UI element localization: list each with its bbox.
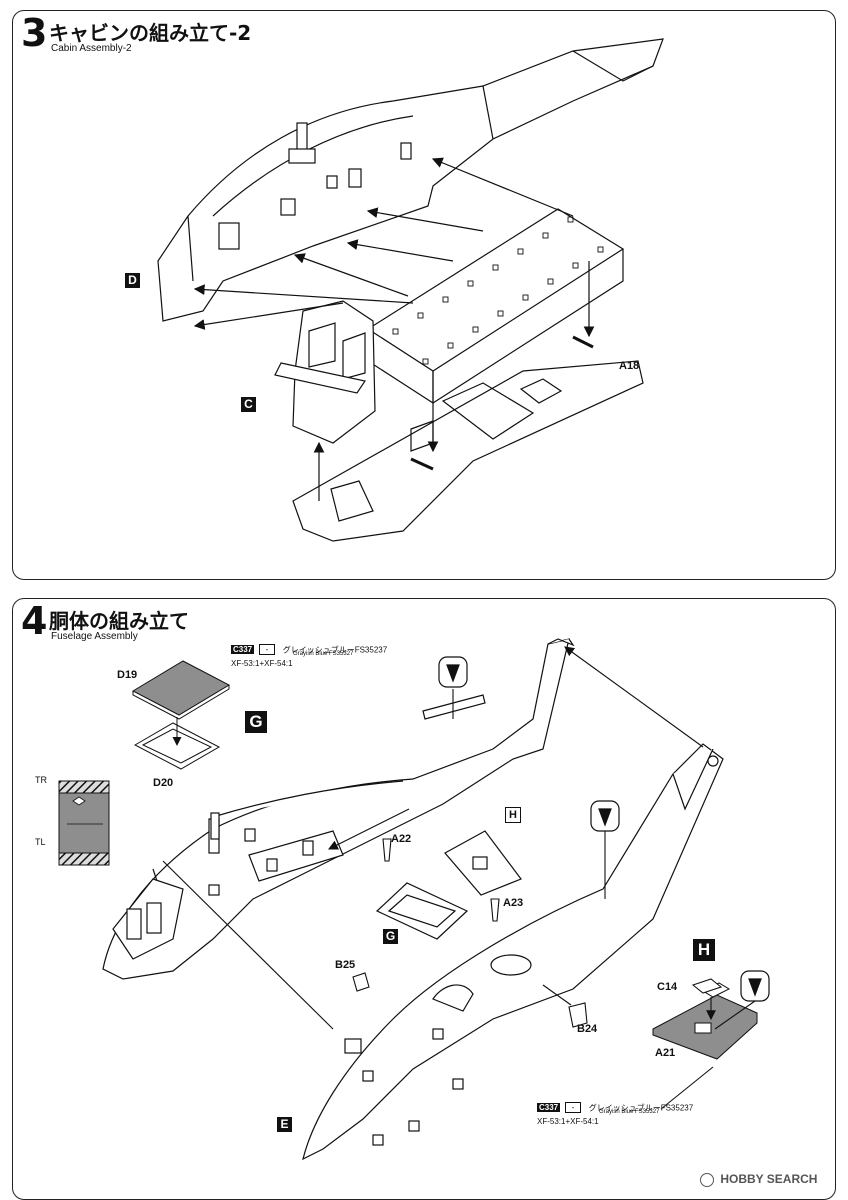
step-4-number: 4 <box>21 599 47 643</box>
part-label-e: E <box>277 1117 292 1132</box>
watermark-text: HOBBY SEARCH <box>720 1172 818 1186</box>
part-label-d19: D19 <box>117 669 138 681</box>
part-label-tl: TL <box>35 837 46 847</box>
part-label-tr: TR <box>35 775 47 785</box>
paint-name-jp: グレイッシュブルーFS35237 <box>282 645 388 655</box>
part-label-h-small: H <box>505 807 521 823</box>
part-label-g-big: G <box>245 711 267 733</box>
step-3-title-jp: キャビンの組み立て-2 <box>49 21 252 45</box>
part-label-c: C <box>241 397 256 412</box>
part-label-g-small: G <box>383 929 398 944</box>
step-3-title-en: Cabin Assembly-2 <box>51 43 132 54</box>
paint-mix: XF-53:1+XF-54:1 <box>537 1117 599 1126</box>
part-label-b24: B24 <box>577 1023 598 1035</box>
paint-dash: - <box>564 1102 582 1114</box>
part-label-a22: A22 <box>391 833 412 845</box>
fuselage-assembly-diagram <box>58 638 770 1161</box>
step-4-title-jp: 胴体の組み立て <box>49 609 189 633</box>
step-3-panel: 3 キャビンの組み立て-2 Cabin Assembly-2 <box>12 10 836 580</box>
part-label-h-big: H <box>693 939 715 961</box>
paint-code: C337 <box>537 1103 561 1113</box>
paint-mix: XF-53:1+XF-54:1 <box>231 659 293 668</box>
part-label-d20: D20 <box>153 777 174 789</box>
paint-code: C337 <box>231 645 255 655</box>
watermark: HOBBY SEARCH <box>700 1172 817 1187</box>
watermark-logo-icon <box>700 1172 714 1187</box>
step-4-panel: 4 胴体の組み立て Fuselage Assembly <box>12 598 836 1200</box>
paint-name-jp: グレイッシュブルーFS35237 <box>588 1103 694 1113</box>
part-label-a21: A21 <box>655 1047 676 1059</box>
paint-name-en: Grayish Blue FS35327 <box>293 651 354 657</box>
step-3-number: 3 <box>21 11 47 55</box>
part-label-a18: A18 <box>619 360 640 372</box>
paint-callout-bottom: C337 - グレイッシュブルーFS35237 Grayish Blue FS3… <box>537 1099 694 1126</box>
part-label-d: D <box>125 273 140 288</box>
part-label-a23: A23 <box>503 897 524 909</box>
step-4-title-en: Fuselage Assembly <box>51 631 138 642</box>
part-label-c14: C14 <box>657 981 678 993</box>
paint-dash: - <box>258 644 276 656</box>
part-label-b25: B25 <box>335 959 356 971</box>
paint-callout-top: C337 - グレイッシュブルーFS35237 Grayish Blue FS3… <box>231 641 388 668</box>
paint-name-en: Grayish Blue FS35327 <box>599 1109 660 1115</box>
cabin-assembly-diagram <box>157 38 664 542</box>
